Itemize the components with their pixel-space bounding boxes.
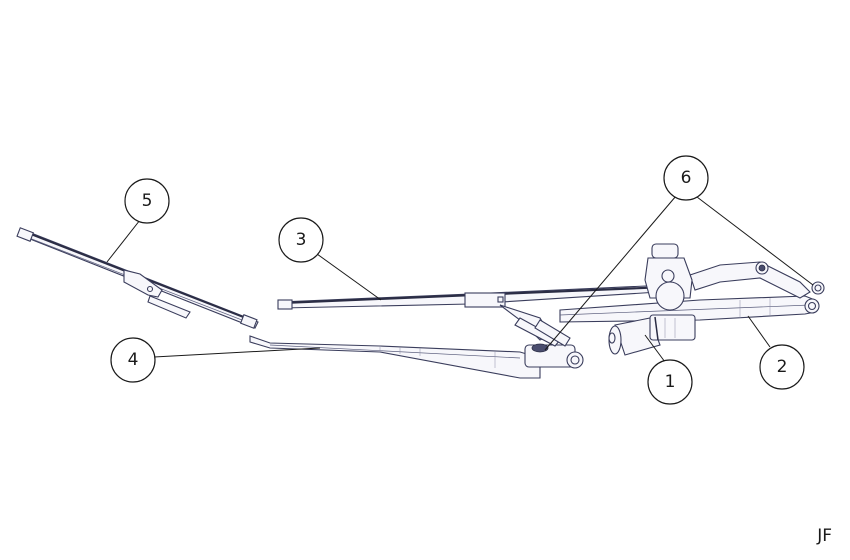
leader-1 (644, 334, 666, 363)
callout-5: 5 (124, 178, 170, 224)
leader-2 (747, 315, 771, 348)
callout-2-label: 2 (777, 357, 788, 377)
callout-2: 2 (759, 344, 805, 390)
callout-1-label: 1 (665, 372, 676, 392)
callout-3: 3 (278, 217, 324, 263)
callout-4: 4 (110, 337, 156, 383)
wiper-linkage (559, 261, 825, 323)
callout-6-label: 6 (681, 168, 692, 188)
wiper-blade-left (16, 227, 259, 329)
wiper-motor (608, 243, 696, 356)
leader-6b (696, 196, 814, 286)
callout-5-label: 5 (142, 191, 153, 211)
callout-4-label: 4 (128, 350, 139, 370)
callout-6: 6 (663, 155, 709, 201)
callout-3-label: 3 (296, 230, 307, 250)
leader-6a (544, 195, 677, 351)
leader-4 (153, 347, 321, 358)
author-credit: JF (817, 526, 832, 546)
wiper-arm-blade-right (277, 283, 691, 347)
callout-1: 1 (647, 359, 693, 405)
leader-3 (316, 253, 382, 301)
leader-5 (106, 219, 141, 263)
wiper-arm-left (249, 335, 584, 379)
